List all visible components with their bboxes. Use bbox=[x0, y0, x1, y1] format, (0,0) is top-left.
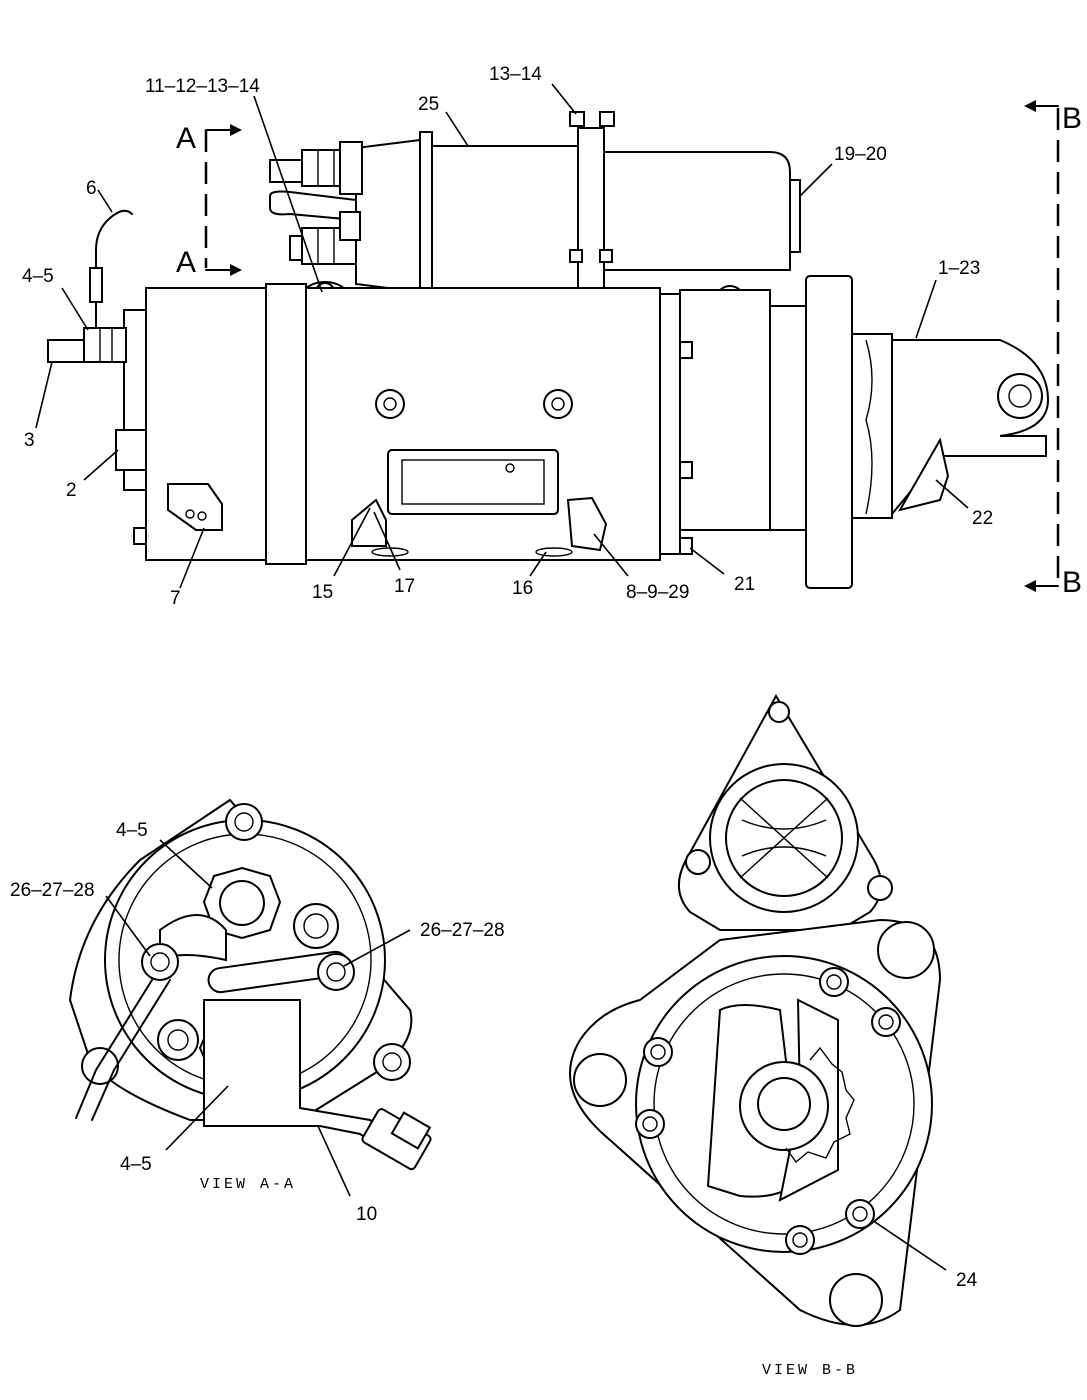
callout-labels: 11–12–13–14 13–14 25 19–20 6 4–5 3 2 7 1… bbox=[10, 64, 993, 1291]
callout-11-12-13-14: 11–12–13–14 bbox=[145, 76, 260, 97]
callout-22: 22 bbox=[972, 508, 993, 529]
section-marker-b-bottom: B bbox=[1062, 566, 1082, 599]
section-marker-a-top: A bbox=[176, 122, 196, 155]
side-view: A A B B bbox=[35, 83, 1082, 599]
callout-26-27-28-right: 26–27–28 bbox=[420, 920, 505, 941]
callout-2: 2 bbox=[66, 480, 77, 501]
callout-10: 10 bbox=[356, 1204, 377, 1225]
callout-6: 6 bbox=[86, 178, 97, 199]
callout-25: 25 bbox=[418, 94, 439, 115]
callout-4-5-view-a-bottom: 4–5 bbox=[120, 1154, 152, 1175]
callout-15: 15 bbox=[312, 582, 333, 603]
commutator-end bbox=[47, 209, 147, 491]
callout-19-20: 19–20 bbox=[834, 144, 887, 165]
drive-housing bbox=[805, 275, 1050, 589]
section-line-b: B B bbox=[1024, 100, 1082, 599]
section-marker-a-bottom: A bbox=[176, 246, 196, 279]
section-line-a: A A bbox=[176, 122, 242, 279]
callout-3: 3 bbox=[24, 430, 35, 451]
section-marker-b-top: B bbox=[1062, 102, 1082, 135]
callout-13-14: 13–14 bbox=[489, 64, 542, 85]
leader-lines-side-view bbox=[35, 83, 969, 589]
callout-24: 24 bbox=[956, 1270, 978, 1291]
callout-8-9-29: 8–9–29 bbox=[626, 582, 689, 603]
callout-26-27-28-left: 26–27–28 bbox=[10, 880, 95, 901]
callout-17: 17 bbox=[394, 576, 415, 597]
view-b-b bbox=[569, 693, 947, 1327]
callout-4-5-side: 4–5 bbox=[22, 266, 54, 287]
callout-4-5-view-a-top: 4–5 bbox=[116, 820, 148, 841]
view-label-a-a: VIEW A-A bbox=[200, 1176, 296, 1193]
callout-16: 16 bbox=[512, 578, 533, 599]
solenoid bbox=[269, 111, 801, 315]
motor-housing bbox=[133, 283, 807, 565]
view-a-a bbox=[68, 798, 432, 1197]
callout-7: 7 bbox=[170, 588, 181, 609]
callout-1-23: 1–23 bbox=[938, 258, 980, 279]
view-label-b-b: VIEW B-B bbox=[762, 1362, 858, 1379]
callout-21: 21 bbox=[734, 574, 755, 595]
